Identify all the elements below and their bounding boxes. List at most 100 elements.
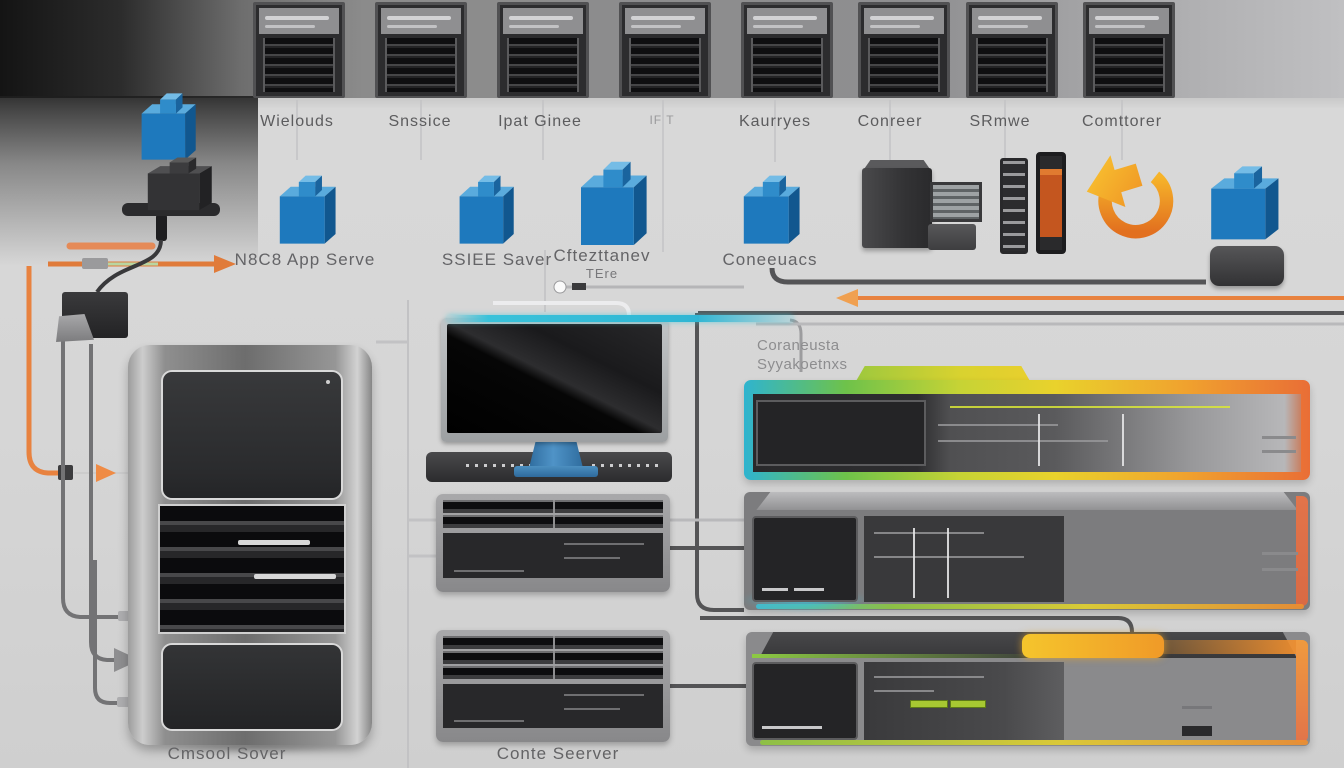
chassis-line [564, 708, 620, 710]
rack2-dash [762, 588, 788, 591]
chassis-slat [443, 666, 663, 679]
rack3-green-bar [910, 700, 948, 708]
chassis-slat [443, 636, 663, 649]
monitor-stand [529, 442, 583, 468]
rack2-top-face [756, 492, 1298, 510]
rack2-mid-panel [864, 516, 1064, 602]
rack-label: Kaurryes [738, 113, 812, 130]
rack1-glow-line [950, 406, 1230, 408]
rack1-ports [1262, 450, 1296, 453]
rack-slats [751, 38, 823, 92]
chassis-line [564, 557, 620, 559]
rack3-stripe [874, 676, 984, 678]
server-caption: Cmsool Sover [167, 744, 287, 763]
soundbar-controls [466, 464, 542, 467]
tower-bottom-panel [163, 645, 341, 729]
rack-top-unit [747, 8, 827, 34]
monitor-screen [447, 324, 662, 433]
rack-chassis [436, 630, 670, 742]
storage-server-display [930, 182, 982, 222]
rack1-ports [1262, 436, 1296, 439]
monitor-stand-base [514, 466, 598, 477]
rack1-stripe [938, 440, 1108, 442]
device-label: SSIEE Saver [441, 250, 553, 269]
rack3-orange-glow [1150, 640, 1308, 654]
rack-top-unit [864, 8, 944, 34]
server-rack-cabinet [741, 2, 833, 98]
blue-cube-icon-saver [453, 166, 519, 246]
rack2-right-edge [1296, 496, 1308, 606]
storage-server-tray [928, 224, 976, 250]
rack-tower-slotted [1000, 158, 1028, 254]
rack-top-unit [381, 8, 461, 34]
server-rack-cabinet [858, 2, 950, 98]
rack2-stripe [874, 556, 1024, 558]
rack-slats [385, 38, 457, 92]
rack2-bottom-glow [756, 604, 1304, 609]
modem-box [1210, 246, 1284, 286]
server-caption: Conte Seerver [496, 744, 620, 763]
rack3-green-edge [752, 654, 1052, 658]
blue-cube-icon-app-server [273, 166, 341, 246]
storage-server-box [862, 168, 932, 248]
backdrop-floor [0, 98, 1344, 108]
rack-label: IF T [649, 113, 675, 127]
tower-top-panel [163, 372, 341, 498]
rack-top-bar [753, 25, 803, 28]
server-rack-cabinet [375, 2, 467, 98]
rack1-divider [1038, 414, 1040, 466]
chassis-line [564, 694, 644, 696]
blue-cube-icon-coneeuacs [737, 166, 805, 246]
rack-top-unit [972, 8, 1052, 34]
chassis-line [564, 543, 644, 545]
rack1-divider [1122, 414, 1124, 466]
rack3-ports [1182, 726, 1212, 736]
blue-cube-icon-right [1203, 156, 1285, 242]
rack3-ports [1182, 706, 1212, 709]
rack-top-bar [509, 25, 559, 28]
rack-top-bar [387, 16, 451, 20]
rack-slats [1093, 38, 1165, 92]
rack-label: SRmwe [969, 113, 1031, 130]
rack-label: Snssice [388, 113, 452, 130]
rack1-left-panel [756, 400, 926, 466]
rack-top-unit [259, 8, 339, 34]
rack-label: Comttorer [1081, 113, 1163, 130]
drive-handle [254, 574, 336, 579]
rack2-ports [1262, 552, 1298, 555]
drive-handle [238, 540, 310, 545]
rack-top-bar [509, 16, 573, 20]
rack2-left-panel [752, 516, 858, 602]
rack-label: Conreer [857, 113, 923, 130]
rack-top-bar [631, 25, 681, 28]
rack-slats [868, 38, 940, 92]
rack2-dash [794, 588, 824, 591]
rack-top-bar [265, 25, 315, 28]
chassis-slat [443, 500, 663, 513]
rack-slats [263, 38, 335, 92]
cyan-highlight-strip [447, 315, 793, 322]
chassis-slat [443, 515, 663, 528]
rack3-bottom-glow [760, 740, 1308, 745]
rack-top-bar [265, 16, 329, 20]
blue-cube-icon-large [573, 150, 653, 248]
rack-top-bar [978, 16, 1042, 20]
rack-chassis [436, 494, 670, 592]
refresh-arrow-icon [1086, 155, 1174, 239]
rack-top-unit [625, 8, 705, 34]
rack-top-bar [753, 16, 817, 20]
blue-cube-icon-topleft [135, 84, 201, 162]
server-rack-cabinet [253, 2, 345, 98]
rack-label: Wielouds [260, 113, 334, 130]
rack-tower-orange [1036, 152, 1066, 254]
server-rack-cabinet [497, 2, 589, 98]
soundbar-controls [592, 464, 660, 467]
annotation-line2: Syyakoetnxs [757, 356, 848, 373]
dark-cube-icon [140, 150, 218, 212]
rack3-orange-tab [1022, 634, 1164, 658]
rack3-green-bar [950, 700, 986, 708]
chassis-slat [443, 651, 663, 664]
rack-top-unit [1089, 8, 1169, 34]
server-rack-cabinet [966, 2, 1058, 98]
